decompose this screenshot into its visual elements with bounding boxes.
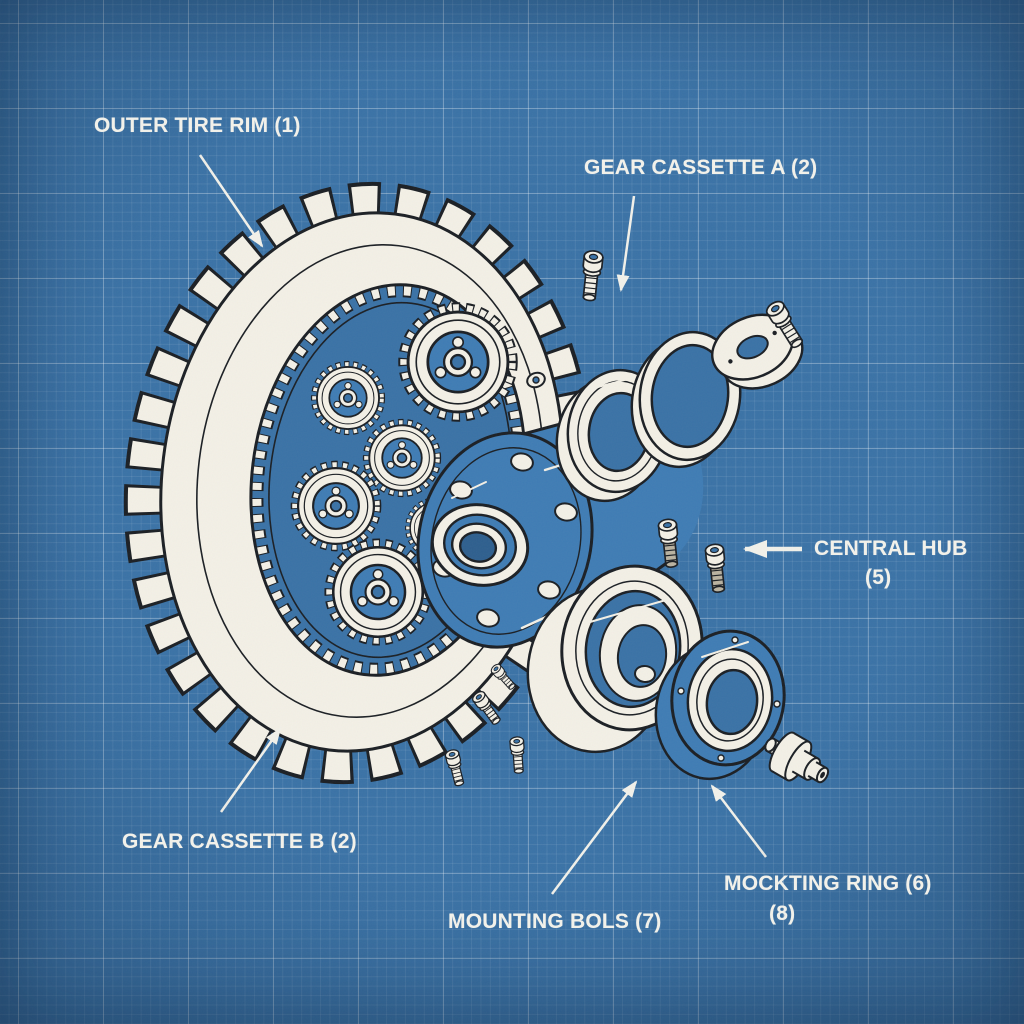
label-central-hub-number: (5)	[865, 566, 892, 589]
label-mockting-ring: MOCKTING RING (6)	[724, 872, 932, 895]
label-mockting-ring-number: (8)	[769, 902, 796, 925]
label-gear-cassette-a: GEAR CASSETTE A (2)	[584, 156, 818, 179]
label-central-hub: CENTRAL HUB	[814, 537, 968, 560]
label-outer-tire-rim: OUTER TIRE RIM (1)	[94, 114, 301, 137]
label-gear-cassette-b: GEAR CASSETTE B (2)	[122, 830, 357, 853]
label-mounting-bols: MOUNTING BOLS (7)	[448, 910, 662, 933]
